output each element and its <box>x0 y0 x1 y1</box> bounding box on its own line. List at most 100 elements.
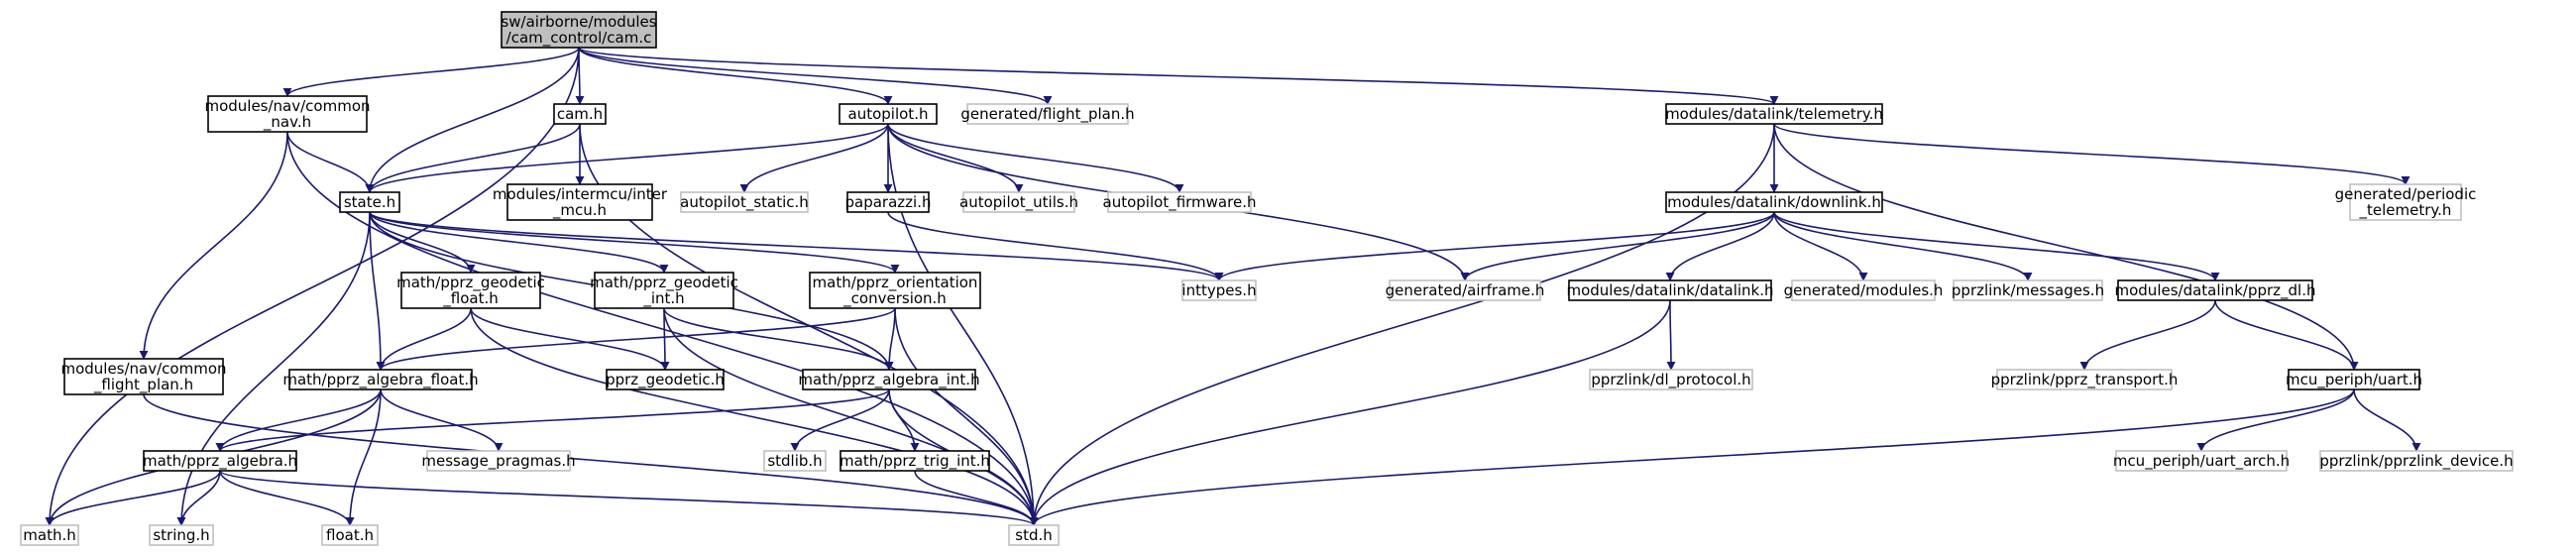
edge-datalink-h-to-std-h <box>1029 299 1671 526</box>
edge-pprz-algebra-int-h-to-pprz-trig-int-h <box>888 388 920 452</box>
edge-autopilot-h-to-autopilot-static-h <box>739 123 889 193</box>
edge-downlink-h-to-pprz-dl-h <box>1773 211 2220 281</box>
node-label: generated/flight_plan.h <box>960 105 1134 124</box>
edge-uart-h-to-std-h <box>1029 388 2355 526</box>
node-label: stdlib.h <box>767 452 822 470</box>
node-label: _flight_plan.h <box>93 376 193 394</box>
node-inttypes-h: inttypes.h <box>1181 279 1257 301</box>
node-pprz-algebra-h[interactable]: math/pprz_algebra.h <box>143 450 297 472</box>
node-state-h[interactable]: state.h <box>339 191 400 213</box>
node-message-pragmas-h: message_pragmas.h <box>421 450 576 472</box>
edge-downlink-h-to-datalink-h <box>1665 211 1775 281</box>
node-telemetry-h[interactable]: modules/datalink/telemetry.h <box>1665 103 1883 125</box>
edge-pprz-orientation-conversion-h-to-std-h <box>894 307 1039 526</box>
node-box <box>426 450 571 472</box>
node-label: _nav.h <box>263 113 311 132</box>
edge-nav-common-nav-h-to-std-h <box>286 131 1039 526</box>
edge-cam-h-to-state-h <box>365 123 581 193</box>
node-box <box>1996 369 2173 390</box>
node-label: autopilot_utils.h <box>959 193 1078 212</box>
node-uart-h[interactable]: mcu_periph/uart.h <box>2286 369 2422 390</box>
node-pprz-orientation-conversion-h[interactable]: math/pprz_orientation_conversion.h <box>809 272 981 309</box>
node-intermcu-h[interactable]: modules/intermcu/inter_mcu.h <box>493 183 668 221</box>
node-label: math/pprz_algebra_int.h <box>798 371 979 389</box>
node-label: math/pprz_algebra.h <box>143 452 297 471</box>
node-pprz-algebra-float-h[interactable]: math/pprz_algebra_float.h <box>282 369 479 390</box>
node-label: _telemetry.h <box>2359 201 2452 220</box>
node-cam-c[interactable]: sw/airborne/modules/cam_control/cam.c <box>501 11 657 49</box>
edge-pprz-geodetic-float-h-to-std-h <box>470 307 1039 526</box>
node-autopilot-firmware-h: autopilot_firmware.h <box>1103 191 1257 213</box>
edge-nav-common-flight-plan-h-to-std-h <box>143 393 1039 526</box>
node-pprz-dl-h[interactable]: modules/datalink/pprz_dl.h <box>2115 279 2316 301</box>
edge-autopilot-h-to-autopilot-firmware-h <box>887 123 1184 193</box>
node-box <box>809 272 981 309</box>
edge-cam-c-to-nav-common-nav-h <box>282 47 580 97</box>
node-label: modules/nav/common <box>60 360 226 378</box>
edge-pprz-algebra-h-to-math-h <box>45 470 221 526</box>
edge-cam-c-to-telemetry-h <box>578 47 1779 105</box>
node-label: message_pragmas.h <box>421 452 575 471</box>
node-label: _conversion.h <box>842 289 947 308</box>
edge-pprz-algebra-int-h-to-stdlib-h <box>790 388 890 452</box>
edge-pprz-orientation-conversion-h-to-pprz-algebra-float-h <box>376 307 896 371</box>
edge-telemetry-h-to-std-h <box>1029 123 1775 526</box>
node-nav-common-flight-plan-h[interactable]: modules/nav/common_flight_plan.h <box>60 358 227 395</box>
node-uart-arch-h: mcu_periph/uart_arch.h <box>2113 450 2290 472</box>
node-pprz-transport-h: pprzlink/pprz_transport.h <box>1991 369 2179 390</box>
node-datalink-h[interactable]: modules/datalink/datalink.h <box>1566 279 1774 301</box>
node-autopilot-static-h: autopilot_static.h <box>680 191 809 213</box>
node-gen-airframe-h: generated/airframe.h <box>1386 279 1544 301</box>
edge-downlink-h-to-gen-airframe-h <box>1460 211 1775 281</box>
node-label: autopilot_firmware.h <box>1103 193 1257 212</box>
edge-paparazzi-h-to-inttypes-h <box>887 211 1224 281</box>
node-label: /cam_control/cam.c <box>506 29 652 48</box>
edge-telemetry-h-to-gen-periodic-telemetry-h <box>1773 123 2410 185</box>
node-box <box>143 450 297 472</box>
node-pprz-geodetic-int-h[interactable]: math/pprz_geodetic_int.h <box>590 272 738 309</box>
node-label: std.h <box>1015 526 1053 544</box>
node-nav-common-nav-h[interactable]: modules/nav/common_nav.h <box>204 95 371 133</box>
node-paparazzi-h[interactable]: paparazzi.h <box>845 191 932 213</box>
node-label: sw/airborne/modules <box>501 13 656 31</box>
node-label: pprzlink/messages.h <box>1952 281 2104 299</box>
edge-pprz-geodetic-int-h-to-std-h <box>663 307 1039 526</box>
node-label: math/pprz_algebra_float.h <box>282 371 478 389</box>
node-pprzlink-messages-h: pprzlink/messages.h <box>1952 279 2104 301</box>
edge-uart-h-to-uart-arch-h <box>2196 388 2355 452</box>
node-box <box>2288 369 2420 390</box>
node-label: paparazzi.h <box>845 193 932 211</box>
edge-downlink-h-to-gen-modules-h <box>1773 211 1868 281</box>
node-downlink-h[interactable]: modules/datalink/downlink.h <box>1665 191 1883 213</box>
node-label: pprzlink/pprz_transport.h <box>1991 371 2179 389</box>
edge-pprz-trig-int-h-to-std-h <box>914 470 1039 526</box>
edge-autopilot-h-to-state-h <box>365 123 889 193</box>
node-pprzlink-device-h: pprzlink/pprzlink_device.h <box>2319 450 2514 472</box>
node-cam-h[interactable]: cam.h <box>553 103 607 125</box>
node-pprz-trig-int-h[interactable]: math/pprz_trig_int.h <box>840 450 990 472</box>
node-label: _int.h <box>642 289 684 308</box>
node-pprz-geodetic-h[interactable]: pprz_geodetic.h <box>606 369 725 390</box>
node-label: modules/datalink/telemetry.h <box>1665 105 1883 123</box>
node-box <box>506 183 653 221</box>
node-label: math/pprz_geodetic <box>590 274 738 292</box>
node-box <box>839 103 938 125</box>
node-gen-modules-h: generated/modules.h <box>1784 279 1943 301</box>
edge-cam-c-to-autopilot-h <box>578 47 893 105</box>
edge-autopilot-h-to-std-h <box>887 123 1039 526</box>
node-pprz-algebra-int-h[interactable]: math/pprz_algebra_int.h <box>798 369 980 390</box>
edge-pprz-dl-h-to-pprz-transport-h <box>2079 299 2216 371</box>
node-pprz-geodetic-float-h[interactable]: math/pprz_geodetic_float.h <box>396 272 545 309</box>
node-box <box>20 524 79 546</box>
node-box <box>1665 103 1883 125</box>
node-box <box>207 95 368 133</box>
edge-pprz-geodetic-int-h-to-pprz-algebra-int-h <box>663 307 894 371</box>
edge-state-h-to-string-h <box>176 211 371 526</box>
edge-pprz-geodetic-float-h-to-pprz-geodetic-h <box>470 307 670 371</box>
node-box <box>802 369 976 390</box>
node-label: pprzlink/dl_protocol.h <box>1591 371 1750 389</box>
edge-datalink-h-to-dl-protocol-h <box>1666 299 1676 371</box>
node-autopilot-h[interactable]: autopilot.h <box>839 103 938 125</box>
node-box <box>149 524 214 546</box>
node-label: modules/datalink/downlink.h <box>1667 193 1881 211</box>
